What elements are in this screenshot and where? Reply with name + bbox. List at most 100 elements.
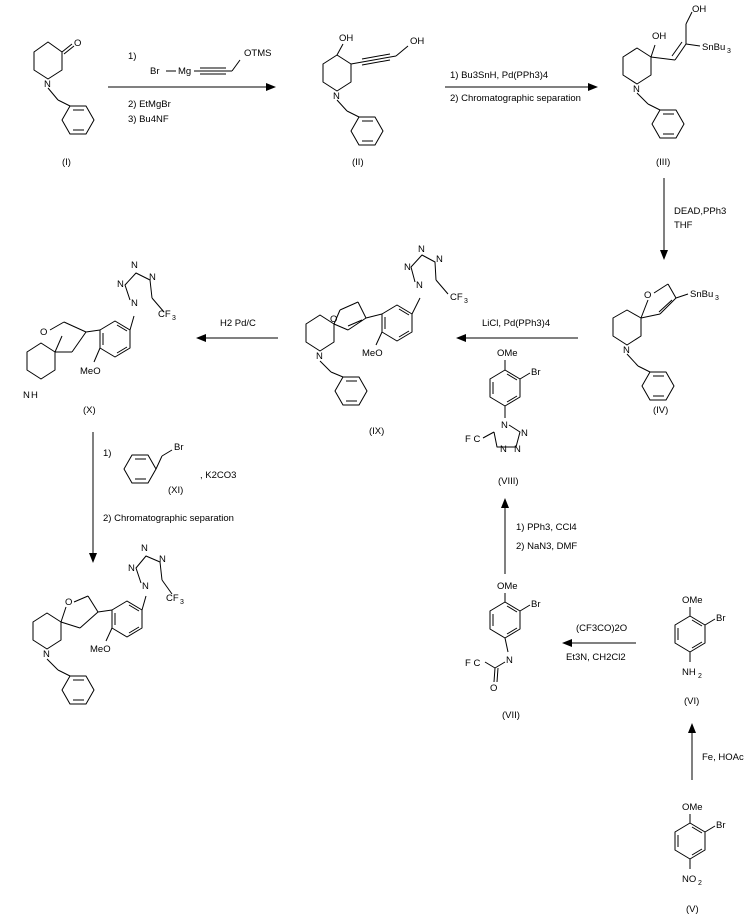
compound-label-V: (V) [686, 904, 699, 915]
atom-label: OMe [497, 581, 518, 592]
atom-label: SnBu [702, 42, 725, 53]
atom-label: Br [531, 367, 541, 378]
reagent-text: 2) Chromatographic separation [450, 93, 581, 104]
atom-label: OMe [497, 348, 518, 359]
atom-label: N [23, 390, 30, 401]
atom-label: N [131, 298, 138, 309]
compound-V: OMe Br NO 2 (V) [674, 802, 726, 915]
atom-label: O [65, 597, 72, 608]
atom-label: N [333, 91, 340, 102]
atom-label: OMe [682, 802, 703, 813]
atom-label: N [43, 649, 50, 660]
reagent-text: Mg [178, 66, 191, 77]
compound-III: OH OH SnBu 3 N (III) [622, 4, 731, 168]
step-2: 1) Bu3SnH, Pd(PPh3)4 2) Chromatographic … [445, 70, 598, 104]
atom-label: MeO [80, 366, 101, 377]
compound-label-I: (I) [62, 157, 71, 168]
step-4: LiCl, Pd(PPh3)4 [456, 318, 578, 342]
compound-label-III: (III) [656, 157, 670, 168]
reagent-text: 1) PPh3, CCl4 [516, 522, 577, 533]
atom-label: N [416, 280, 423, 291]
atom-label: N [142, 581, 149, 592]
subscript: 3 [172, 315, 176, 322]
atom-label: MeO [362, 348, 383, 359]
step-3: DEAD,PPh3 THF [660, 178, 726, 260]
compound-label-IX: (IX) [369, 426, 384, 437]
reagent-text: Et3N, CH2Cl2 [566, 652, 626, 663]
reagent-text: 1) Bu3SnH, Pd(PPh3)4 [450, 70, 548, 81]
reagent-text: 2) Chromatographic separation [103, 513, 234, 524]
compound-label-II: (II) [352, 157, 364, 168]
reagent-text: 2) NaN3, DMF [516, 541, 577, 552]
compound-label-IV: (IV) [653, 405, 668, 416]
compound-label-XI: (XI) [168, 485, 183, 496]
step-nitro: Fe, HOAc [688, 723, 744, 780]
atom-label: F C [465, 434, 480, 445]
atom-label: N [141, 543, 148, 554]
compound-IX: O MeO N N N N CF 3 N (IX) [305, 244, 468, 437]
atom-label: Br [531, 599, 541, 610]
atom-label: O [40, 327, 47, 338]
atom-label: OH [339, 33, 353, 44]
atom-label: NH [682, 667, 696, 678]
reagent-text: Fe, HOAc [702, 752, 744, 763]
compound-II: OH OH N (II) [322, 33, 424, 168]
reagent-text: 2) EtMgBr [128, 99, 171, 110]
step-acyl: (CF3CO)2O Et3N, CH2Cl2 [562, 623, 636, 663]
atom-label: N [404, 262, 411, 273]
compound-VI: OMe Br NH 2 (VI) [674, 595, 726, 707]
atom-label: N [44, 79, 51, 90]
subscript: 2 [698, 880, 702, 887]
atom-label: OH [692, 4, 706, 15]
atom-label: N [117, 279, 124, 290]
reagent-text: Br [150, 66, 160, 77]
reagent-text: 3) Bu4NF [128, 114, 169, 125]
step-6: 1) Br (XI) , K2CO3 2) Chromatographic se… [89, 432, 236, 563]
atom-label: O [490, 683, 497, 694]
subscript: 3 [727, 48, 731, 55]
subscript: 2 [698, 673, 702, 680]
step-tetrazole: 1) PPh3, CCl4 2) NaN3, DMF [501, 498, 577, 574]
reagent-text: LiCl, Pd(PPh3)4 [482, 318, 550, 329]
atom-label: Br [716, 613, 726, 624]
atom-label: N [316, 351, 323, 362]
atom-label: MeO [90, 644, 111, 655]
atom-label: N [128, 563, 135, 574]
step-1: 1) Br Mg OTMS 2) EtMgBr 3) Bu4NF [108, 48, 276, 125]
atom-label: N [514, 444, 521, 455]
atom-label: OH [652, 31, 666, 42]
atom-label: O [74, 38, 81, 49]
atom-label: N [436, 254, 443, 265]
compound-VIII: OMe Br N N N N F C (VIII) [465, 348, 541, 487]
reagent-text: THF [674, 220, 693, 231]
step-5: H2 Pd/C [196, 318, 278, 342]
compound-label-X: (X) [83, 405, 96, 416]
compound-label-VIII: (VIII) [498, 476, 519, 487]
atom-label: O [644, 290, 651, 301]
atom-label: N [418, 244, 425, 255]
compound-I: O N (I) [33, 38, 95, 168]
reagent-text: 1) [103, 448, 111, 459]
atom-label: H [31, 390, 38, 401]
compound-label-VII: (VII) [502, 710, 520, 721]
reagent-text: (CF3CO)2O [576, 623, 627, 634]
atom-label: SnBu [690, 289, 713, 300]
reagent-text: H2 Pd/C [220, 318, 256, 329]
compound-label-VI: (VI) [684, 696, 699, 707]
reagent-text: OTMS [244, 48, 271, 59]
atom-label: N [633, 84, 640, 95]
atom-label: F C [465, 658, 480, 669]
subscript: 3 [464, 298, 468, 305]
atom-label: N [623, 345, 630, 356]
atom-label: OMe [682, 595, 703, 606]
atom-label: Br [716, 820, 726, 831]
atom-label: O [330, 314, 337, 325]
atom-label: N [131, 260, 138, 271]
atom-label: Br [174, 442, 184, 453]
atom-label: N [501, 420, 508, 431]
reagent-text: 1) [128, 51, 136, 62]
subscript: 3 [180, 599, 184, 606]
compound-IV: O SnBu 3 N (IV) [612, 283, 719, 416]
atom-label: N [521, 428, 528, 439]
atom-label: CF [166, 593, 179, 604]
